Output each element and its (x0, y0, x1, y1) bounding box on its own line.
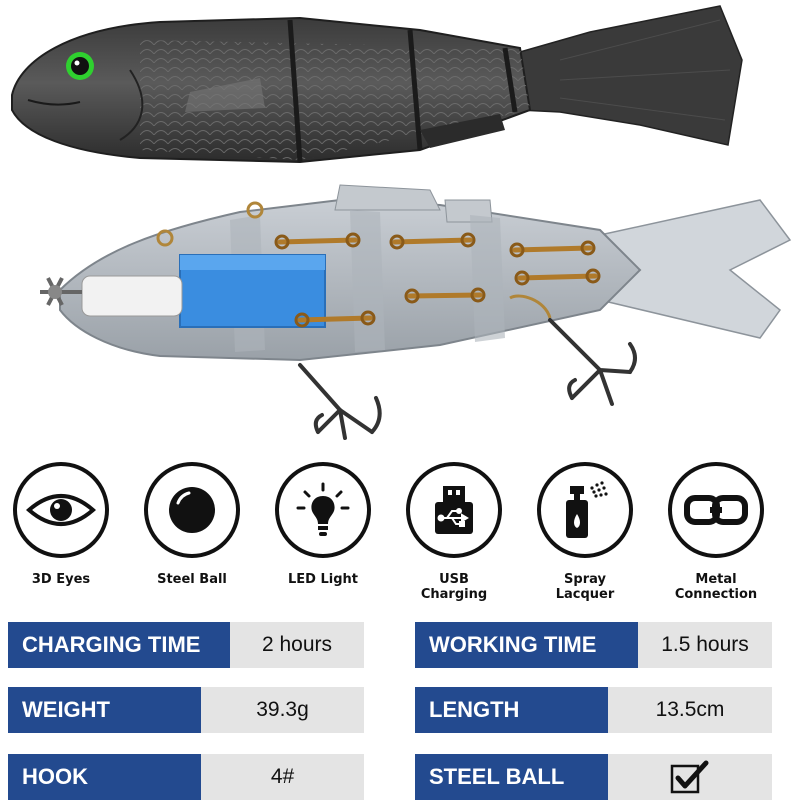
spec-label: LENGTH (415, 687, 608, 733)
spec-label: HOOK (8, 754, 201, 800)
spec-charging-time: CHARGING TIME 2 hours (8, 622, 364, 668)
feature-ring (537, 462, 633, 558)
feature-3d-eyes: 3D Eyes (6, 462, 116, 587)
lure-cutaway (40, 184, 792, 440)
spec-hook: HOOK 4# (8, 754, 364, 800)
spec-label: STEEL BALL (415, 754, 608, 800)
spec-label: WEIGHT (8, 687, 201, 733)
feature-usb-charging: USB Charging (399, 462, 509, 602)
spec-weight: WEIGHT 39.3g (8, 687, 364, 733)
spec-label: WORKING TIME (415, 622, 638, 668)
feature-label: Metal Connection (674, 572, 758, 602)
feature-spray-lacquer: Spray Lacquer (530, 462, 640, 602)
spec-steel-ball: STEEL BALL (415, 754, 772, 800)
feature-label: USB Charging (420, 572, 488, 602)
feature-ring (668, 462, 764, 558)
spec-value: 39.3g (201, 687, 364, 733)
feature-label: LED Light (288, 572, 358, 587)
product-illustration (11, 5, 792, 440)
spec-label: CHARGING TIME (8, 622, 230, 668)
feature-ring (275, 462, 371, 558)
spec-value (608, 754, 772, 800)
chain-link-icon (684, 495, 748, 525)
feature-steel-ball: Steel Ball (137, 462, 247, 587)
feature-label: Steel Ball (157, 572, 227, 587)
feature-metal-connection: Metal Connection (661, 462, 771, 602)
spec-value: 2 hours (230, 622, 364, 668)
spec-length: LENGTH 13.5cm (415, 687, 772, 733)
eye-icon (26, 494, 96, 526)
feature-ring (13, 462, 109, 558)
lure-exterior (11, 5, 743, 164)
usb-icon (435, 486, 473, 534)
light-bulb-icon (296, 482, 350, 536)
spec-value: 1.5 hours (638, 622, 772, 668)
feature-led-light: LED Light (268, 462, 378, 587)
feature-ring (144, 462, 240, 558)
spec-working-time: WORKING TIME 1.5 hours (415, 622, 772, 668)
spec-value: 13.5cm (608, 687, 772, 733)
steel-ball-icon (169, 487, 215, 533)
spec-value: 4# (201, 754, 364, 800)
feature-ring (406, 462, 502, 558)
checkmark-icon (670, 760, 709, 794)
feature-label: Spray Lacquer (555, 572, 615, 602)
spray-bottle-icon (566, 481, 608, 538)
feature-label: 3D Eyes (31, 572, 91, 587)
